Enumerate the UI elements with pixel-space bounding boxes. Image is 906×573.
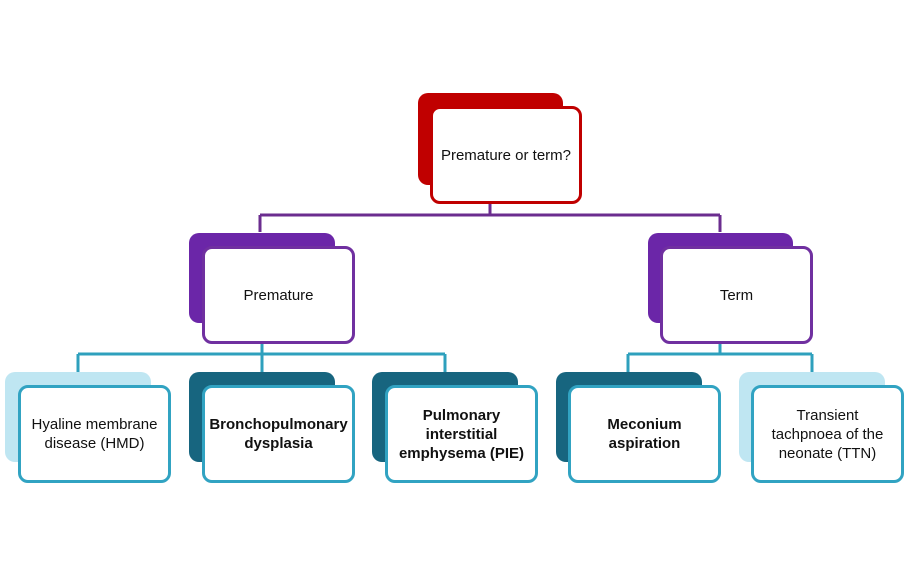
leaf-hmd-box: Hyaline membrane disease (HMD)	[18, 385, 171, 483]
leaf-ttn-box: Transient tachpnoea of the neonate (TTN)	[751, 385, 904, 483]
leaf-pie-box: Pulmonary interstitial emphysema (PIE)	[385, 385, 538, 483]
leaf-meconium-box: Meconium aspiration	[568, 385, 721, 483]
leaf-bpd-box: Bronchopulmonary dysplasia	[202, 385, 355, 483]
branch-term-box: Term	[660, 246, 813, 344]
leaf-pie-label: Pulmonary interstitial emphysema (PIE)	[398, 406, 525, 462]
root-node-box: Premature or term?	[430, 106, 582, 204]
root-node-label: Premature or term?	[440, 146, 572, 164]
branch-premature-label: Premature	[243, 286, 314, 304]
leaf-meconium-label: Meconium aspiration	[607, 416, 682, 452]
leaf-ttn-label: Transient tachpnoea of the neonate (TTN)	[771, 406, 884, 462]
leaf-bpd-label: Bronchopulmonary dysplasia	[209, 416, 348, 452]
branch-premature-box: Premature	[202, 246, 355, 344]
leaf-hmd-label: Hyaline membrane disease (HMD)	[31, 416, 158, 452]
branch-term-label: Term	[719, 286, 754, 304]
